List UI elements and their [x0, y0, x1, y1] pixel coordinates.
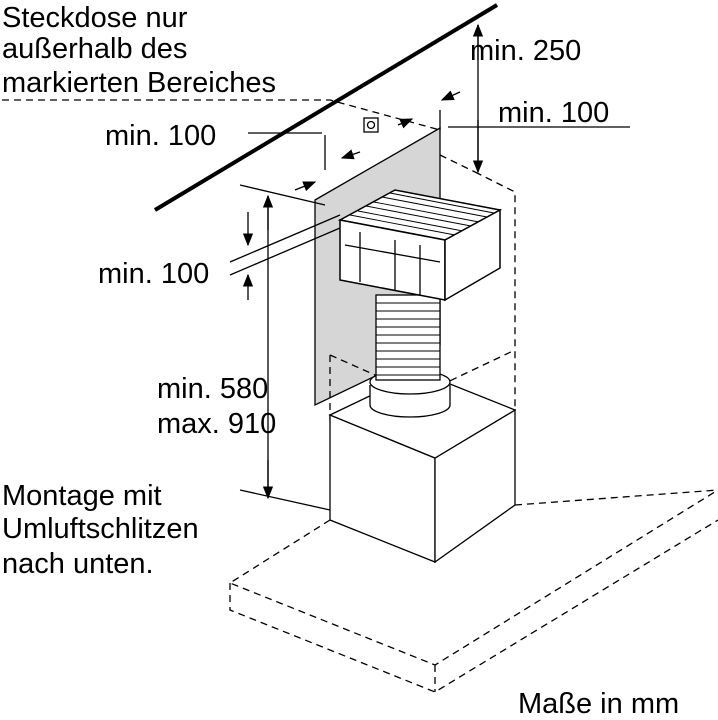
socket-note-line2: außerhalb des	[2, 33, 187, 65]
min-100-left-label: min. 100	[105, 120, 216, 152]
units-note: Maße in mm	[518, 688, 679, 720]
min-250-label: min. 250	[470, 35, 581, 67]
flexible-duct	[375, 294, 441, 381]
socket-icon	[363, 117, 379, 133]
socket-leader-dashed	[2, 99, 441, 131]
filter-unit	[337, 189, 503, 302]
min-100-middle-label: min. 100	[98, 258, 209, 290]
socket-note-line3: markierten Bereiches	[2, 67, 276, 99]
mounting-note-line1: Montage mit	[2, 480, 162, 512]
canopy-outline	[228, 489, 718, 693]
ceiling-line	[153, 3, 499, 212]
mounting-note-line2: Umluftschlitzen	[2, 513, 199, 545]
min-100-right-label: min. 100	[498, 97, 609, 129]
mounting-note-line3: nach unten.	[2, 548, 154, 580]
min-580-label: min. 580	[157, 373, 268, 405]
socket-note-line1: Steckdose nur	[2, 2, 188, 34]
dimension-lines	[229, 23, 630, 511]
max-910-label: max. 910	[157, 408, 276, 440]
